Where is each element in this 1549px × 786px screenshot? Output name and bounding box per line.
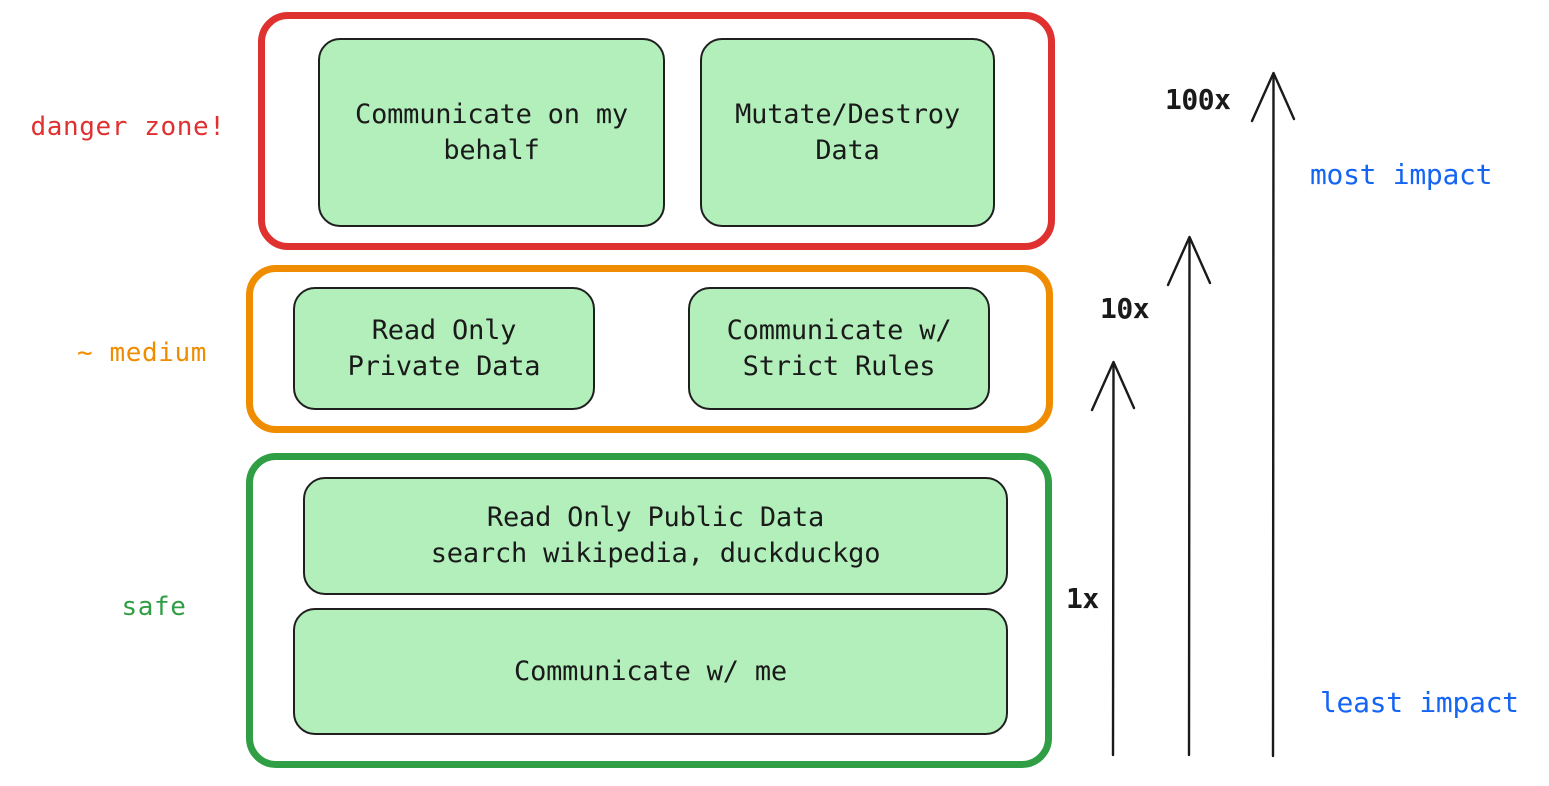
capability-box-communicate-on-my-behalf[interactable]: Communicate on my behalf — [318, 38, 665, 227]
capability-box-label: Read Only Public Data search wikipedia, … — [430, 502, 881, 569]
capability-box-communicate-with-strict-rules[interactable]: Communicate w/ Strict Rules — [688, 287, 990, 410]
scale-label-1x: 1x — [1066, 582, 1099, 615]
zone-label-medium: ~ medium — [76, 338, 208, 368]
capability-box-label: Communicate w/ me — [514, 655, 787, 687]
capability-box-communicate-with-me[interactable]: Communicate w/ me — [293, 608, 1008, 735]
impact-arrow-1x — [1090, 360, 1136, 757]
capability-box-label: Read Only Private Data — [347, 314, 541, 382]
zone-safe — [246, 453, 1052, 768]
capability-box-read-only-private-data[interactable]: Read Only Private Data — [293, 287, 595, 410]
zone-medium — [246, 265, 1053, 433]
zone-danger — [258, 12, 1055, 250]
least-impact-label: least impact — [1320, 686, 1519, 719]
impact-arrow-10x — [1166, 235, 1212, 757]
capability-box-mutate-destroy-data[interactable]: Mutate/Destroy Data — [700, 38, 995, 227]
scale-label-10x: 10x — [1100, 292, 1150, 325]
most-impact-label: most impact — [1310, 158, 1493, 191]
capability-box-label: Communicate on my behalf — [355, 98, 628, 166]
impact-arrow-100x — [1250, 71, 1296, 758]
capability-box-label: Communicate w/ Strict Rules — [726, 314, 952, 382]
capability-box-label: Mutate/Destroy Data — [735, 98, 960, 166]
capability-box-read-only-public-data[interactable]: Read Only Public Data search wikipedia, … — [303, 477, 1008, 595]
zone-label-safe: safe — [121, 592, 187, 622]
scale-label-100x: 100x — [1165, 83, 1231, 116]
zone-label-danger: danger zone! — [30, 112, 226, 142]
